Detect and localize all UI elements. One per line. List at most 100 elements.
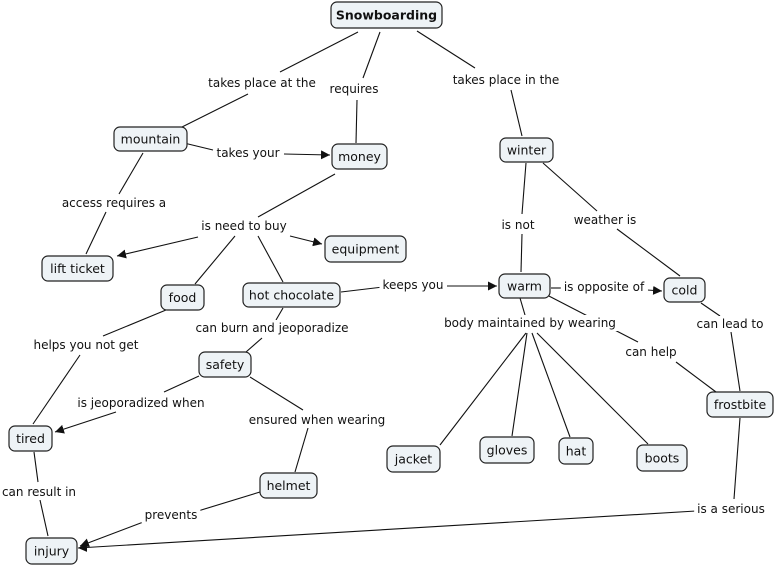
node-hot-chocolate[interactable]: hot chocolate [242,282,341,308]
edge-safety-ensured [249,376,304,411]
node-jacket[interactable]: jacket [386,445,441,473]
edge-needtobuy-food [194,235,236,285]
node-label: helmet [267,478,311,493]
link-label-background [449,72,563,88]
node-lift-ticket[interactable]: lift ticket [41,255,114,282]
link-label-background [141,507,201,523]
node-hat[interactable]: hat [558,437,594,465]
node-label: tired [16,431,45,446]
link-is-not: is not [501,218,534,232]
node-snowboarding[interactable]: Snowboarding [330,1,443,29]
edge-canhelp-frostbite [675,361,717,393]
edge-ensured-helmet [294,427,309,473]
node-label: winter [507,143,547,158]
link-keeps-you: keeps you [382,278,443,292]
node-label: Snowboarding [336,8,437,23]
link-requires: requires [330,82,379,96]
link-label-background [622,344,680,360]
edge-isnot-warm [520,233,523,273]
concept-nodes: Snowboarding mountain money winter lift … [8,1,774,565]
linking-phrases: takes place at the requires takes place … [0,72,768,523]
edge-tired-result [33,451,39,483]
node-money[interactable]: money [331,143,388,170]
node-gloves[interactable]: gloves [479,436,535,464]
edge-hotchoc-canburn [275,307,284,321]
node-warm[interactable]: warm [498,273,551,299]
edge-takesyour-money [283,150,331,160]
node-boots[interactable]: boots [636,444,688,472]
edge-hotchoc-keepsyou [340,286,384,293]
edge-snow-requires [362,31,381,79]
link-can-burn-and-jeoporadize: can burn and jeoporadize [195,321,348,335]
link-weather-is: weather is [574,213,637,227]
edge-bodymaint-gloves [511,332,528,437]
link-label-background [30,337,142,353]
node-helmet[interactable]: helmet [259,472,318,499]
link-can-result-in: can result in [2,485,76,499]
node-mountain[interactable]: mountain [113,126,188,152]
node-label: equipment [332,242,400,257]
link-is-need-to-buy: is need to buy [201,219,286,233]
edge-cold-canleadto [700,302,721,317]
link-is-opposite-of: is opposite of [564,280,645,294]
edge-helmet-prevents [197,491,261,512]
node-label: gloves [487,443,528,458]
node-label: boots [645,451,680,466]
link-label-background [0,484,80,500]
edge-bodymaint-boots [536,332,649,445]
edge-needtobuy-liftticket [116,236,199,259]
node-label: injury [34,544,70,559]
edge-canburn-safety [245,337,263,353]
link-label-background [245,412,389,428]
link-takes-your: takes your [216,146,279,160]
link-label-background [570,212,640,228]
link-label-background [693,316,767,332]
link-label-background [441,315,619,331]
edge-mountain-access [118,152,144,195]
link-body-maintained-by-wearing: body maintained by wearing [444,316,616,330]
link-label-background [74,395,208,411]
node-equipment[interactable]: equipment [324,235,407,263]
edge-prevents-injury [79,520,147,548]
node-label: warm [507,279,542,294]
link-label-background [213,145,283,161]
link-access-requires-a: access requires a [62,196,166,210]
node-label: food [169,290,197,305]
link-label-background [192,320,352,336]
edge-requires-money [355,99,358,144]
link-label-background [198,218,290,234]
edge-food-helps [102,309,167,337]
node-injury[interactable]: injury [25,537,78,565]
node-winter[interactable]: winter [499,137,554,163]
link-label-background [205,75,319,91]
edge-winter-isnot [521,162,527,215]
edge-safety-jeop [163,375,200,393]
node-label: lift ticket [50,261,105,276]
node-cold[interactable]: cold [663,277,706,303]
link-takes-place-at-the: takes place at the [208,76,316,90]
link-can-lead-to: can lead to [697,317,764,331]
link-can-help: can help [625,345,676,359]
link-takes-place-in-the: takes place in the [453,73,560,87]
node-frostbite[interactable]: frostbite [706,391,774,418]
node-label: hot chocolate [249,288,334,303]
edge-winter-weatheris [542,162,598,212]
node-safety[interactable]: safety [198,351,252,378]
edge-warm-bodymaint [519,297,526,316]
node-food[interactable]: food [160,284,205,311]
edge-takesplaceat-mountain [181,93,249,128]
edge-frostbite-serious [733,417,741,500]
edge-result-injury [39,499,49,537]
node-label: hat [566,444,587,459]
node-label: mountain [121,132,181,147]
edge-money-needtobuy [257,173,336,218]
link-helps-you-not-get: helps you not get [33,338,138,352]
link-label-background [326,81,382,97]
edge-bodymaint-jacket [439,332,527,446]
node-label: jacket [394,452,432,467]
edge-needtobuy-equipment [289,235,323,247]
node-tired[interactable]: tired [8,425,53,452]
link-label-background [379,277,447,293]
edge-canleadto-frostbite [730,331,741,392]
